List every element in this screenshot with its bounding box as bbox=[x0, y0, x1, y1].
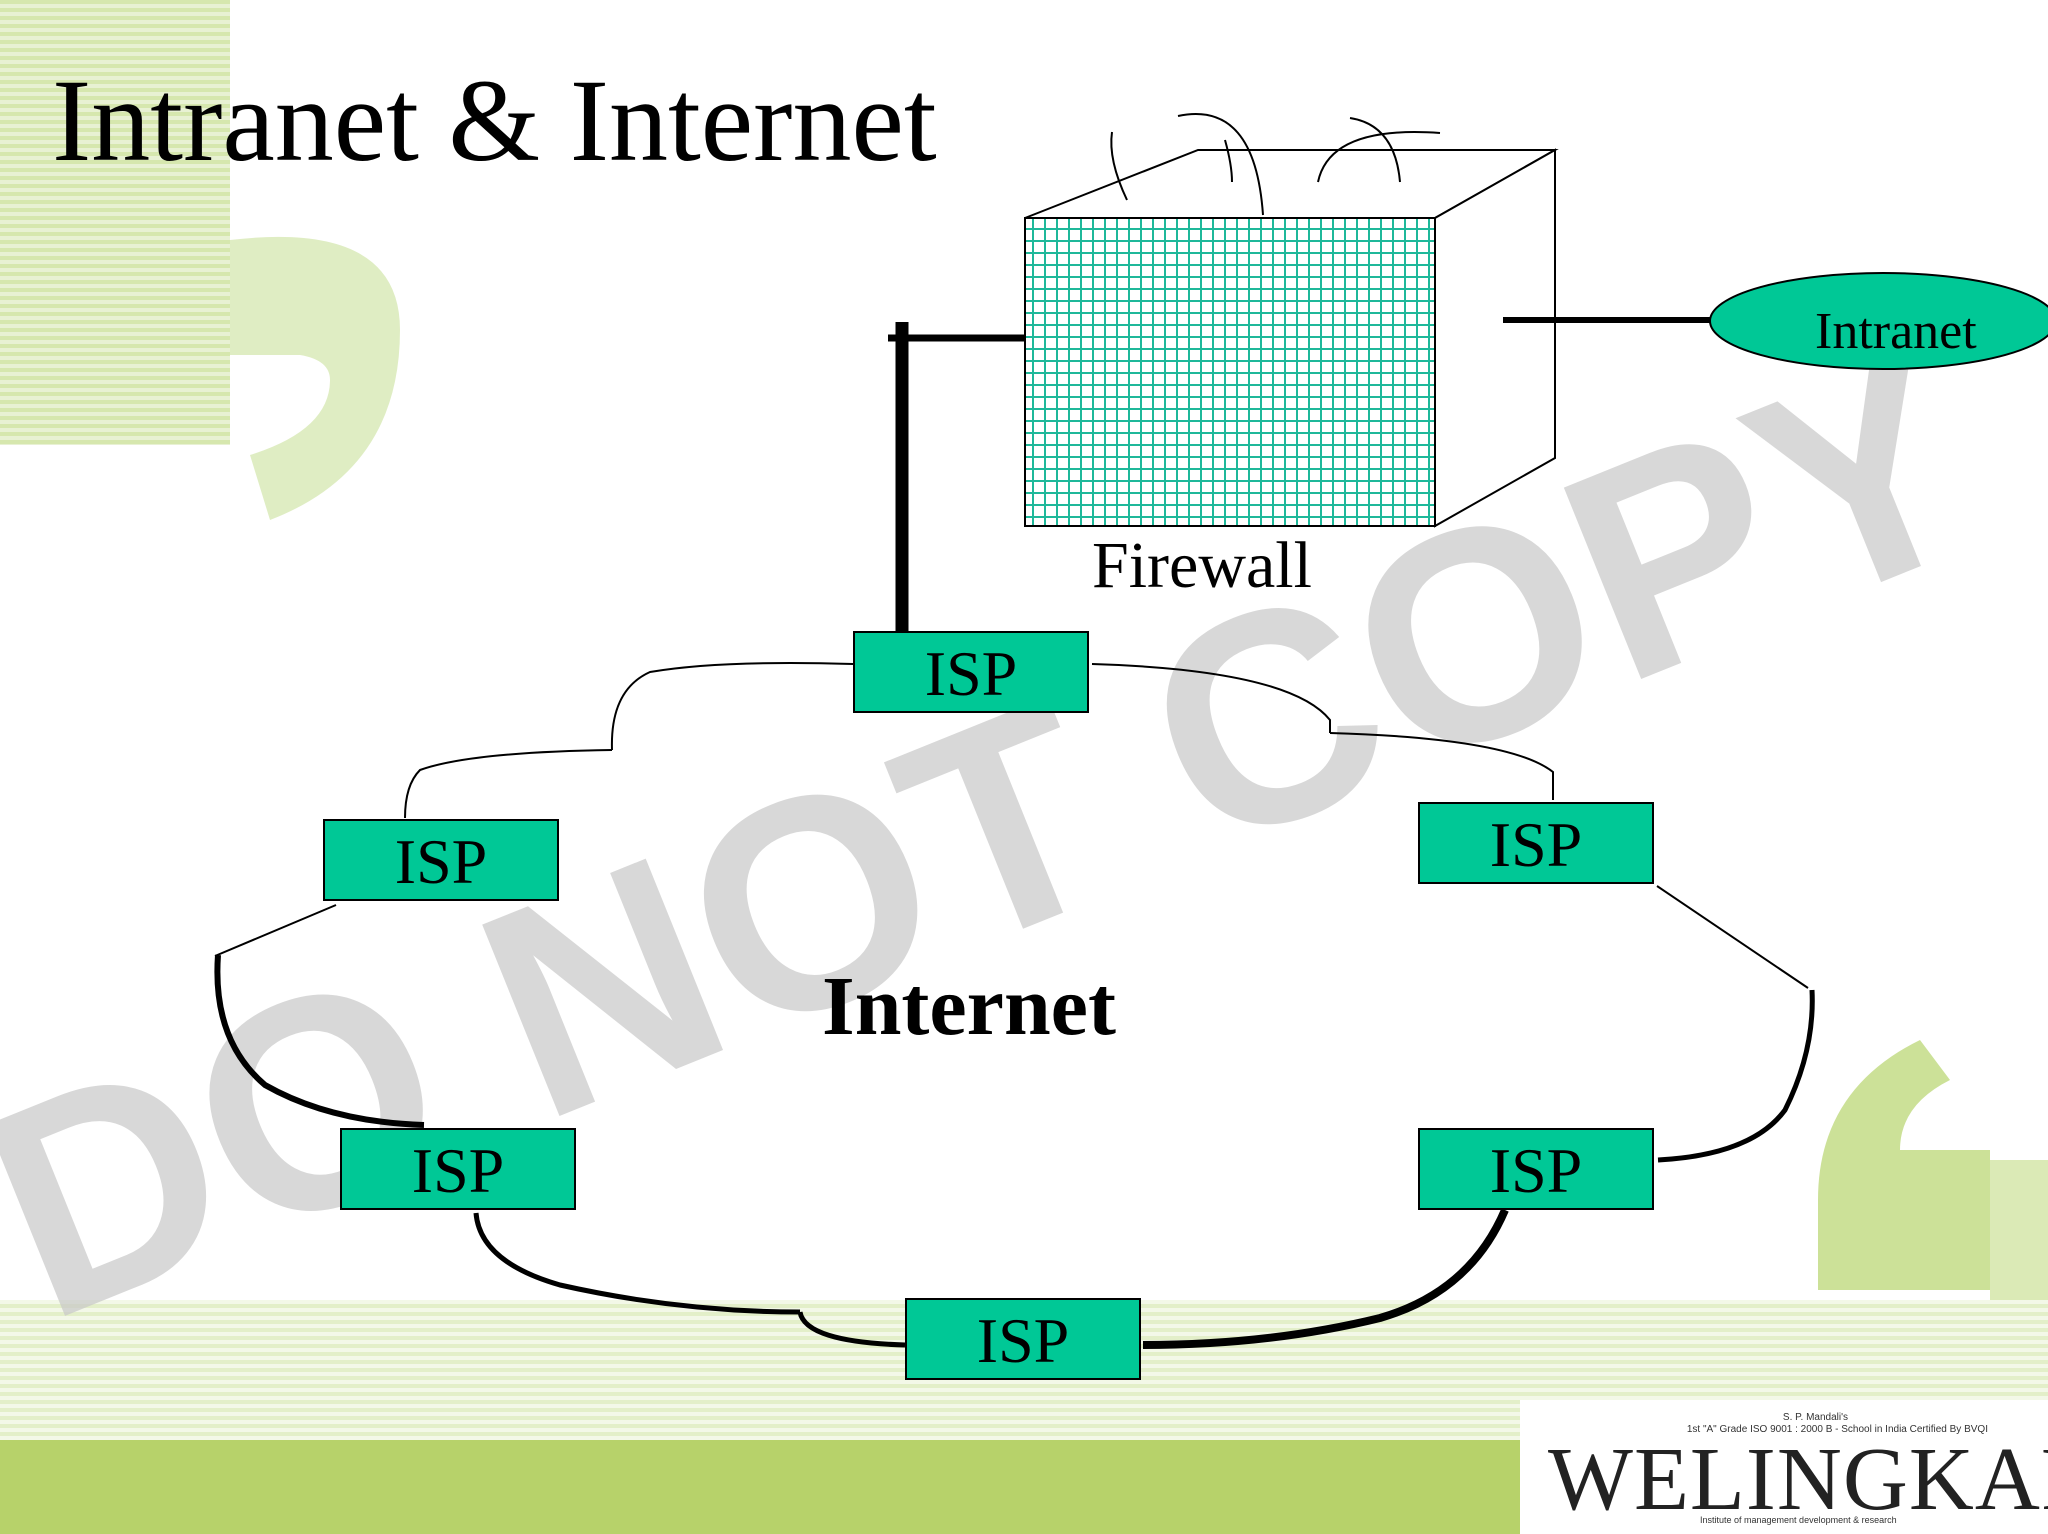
logo-name: WELINGKAR bbox=[1548, 1430, 2048, 1529]
logo-top-line-text: S. P. Mandali's bbox=[1782, 1412, 1848, 1423]
firewall-label: Firewall bbox=[1092, 529, 1312, 602]
isp-node-upper-left[interactable]: ISP bbox=[323, 819, 559, 901]
internet-cloud bbox=[214, 662, 1809, 989]
firewall-cube bbox=[1024, 113, 1559, 528]
isp-node-bottom[interactable]: ISP bbox=[905, 1298, 1141, 1380]
internet-cloud-thick bbox=[214, 954, 1815, 1349]
isp-node-top[interactable]: ISP bbox=[853, 631, 1089, 713]
intranet-label: Intranet bbox=[1815, 303, 1977, 360]
logo-tagline: Institute of management development & re… bbox=[1700, 1515, 1897, 1525]
right-quote-decoration bbox=[1818, 1040, 2048, 1340]
left-quote-decoration bbox=[0, 0, 400, 520]
logo-top-line: S. P. Mandali's 1st "A" Grade ISO 9001 :… bbox=[1568, 1412, 1988, 1436]
internet-label: Internet bbox=[822, 960, 1116, 1053]
isp-node-lower-left[interactable]: ISP bbox=[340, 1128, 576, 1210]
isp-node-upper-right[interactable]: ISP bbox=[1418, 802, 1654, 884]
logo-panel bbox=[1520, 1400, 2048, 1534]
intranet-ellipse bbox=[1709, 272, 2048, 370]
isp-node-lower-right[interactable]: ISP bbox=[1418, 1128, 1654, 1210]
logo-second-line-text: 1st "A" Grade ISO 9001 : 2000 B - School… bbox=[1686, 1424, 1988, 1435]
slide-title: Intranet & Internet bbox=[52, 55, 937, 186]
